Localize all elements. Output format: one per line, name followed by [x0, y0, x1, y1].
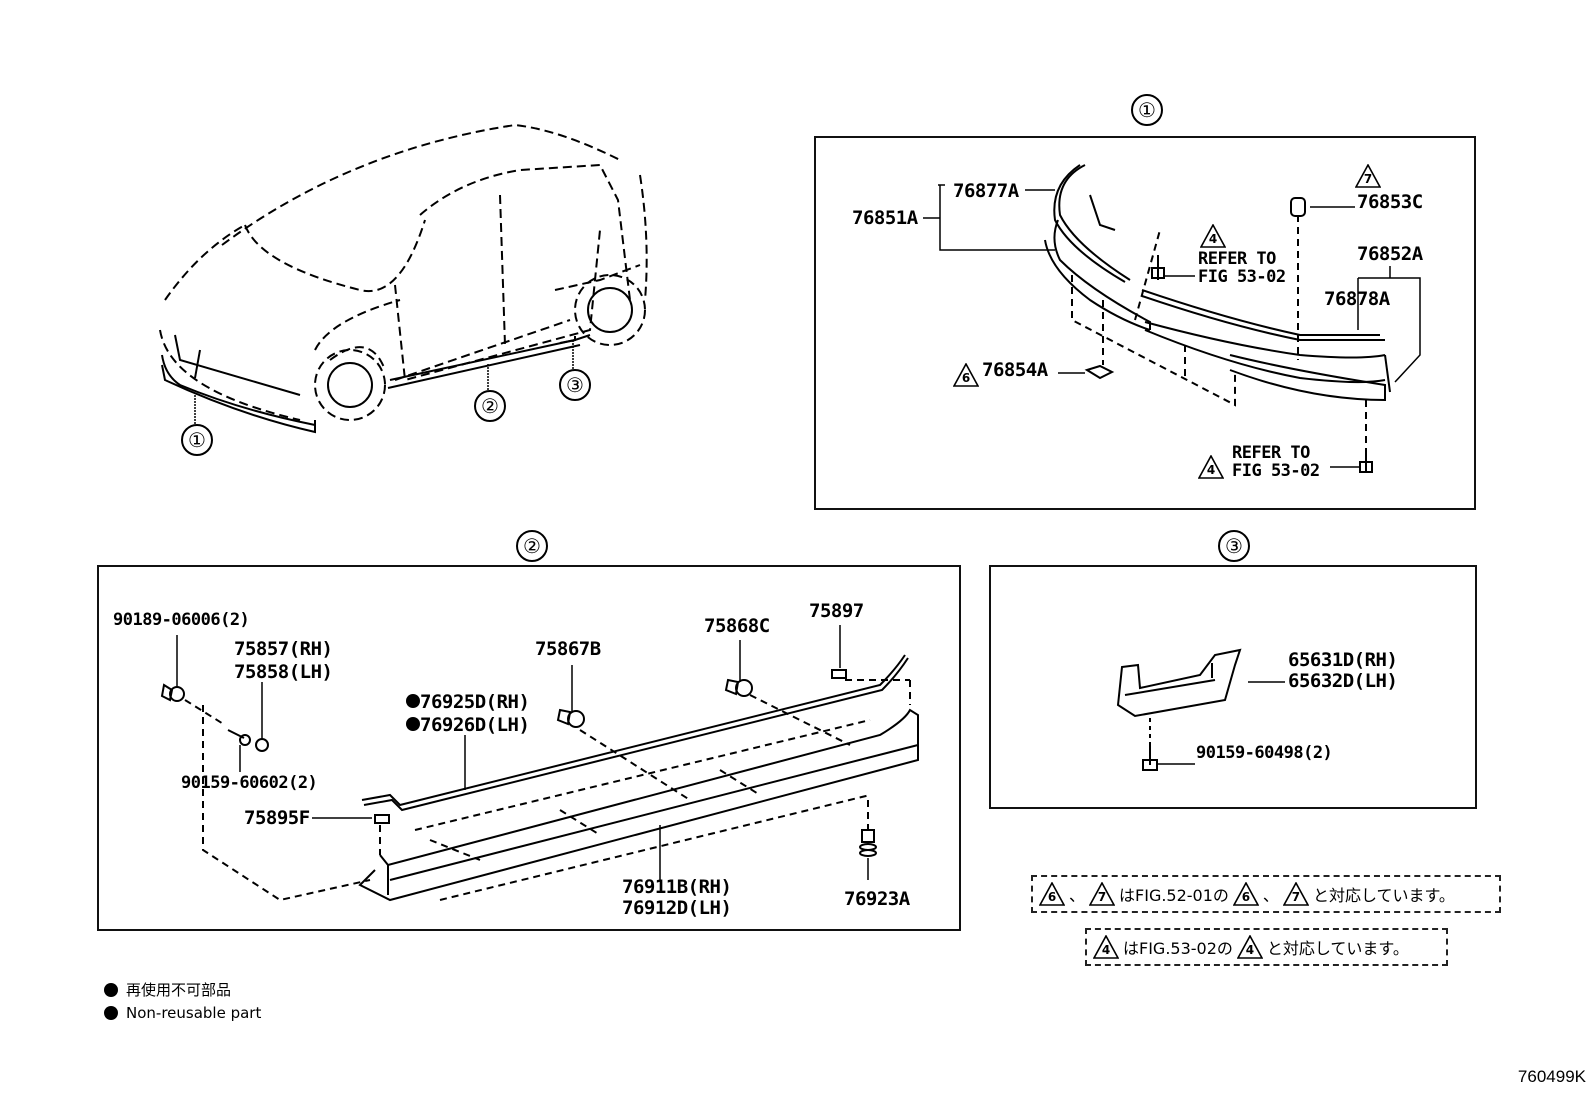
refer-line1: REFER TO — [1232, 443, 1310, 463]
triangle-4-icon-lower: 4 — [1198, 455, 1224, 479]
legend-en-text: Non-reusable part — [126, 1004, 262, 1022]
panel2-title: ② — [516, 530, 548, 562]
label-76877A[interactable]: 76877A — [953, 180, 1019, 202]
non-reusable-dot-icon — [104, 982, 118, 997]
figure-code: 760499K — [1517, 1067, 1586, 1086]
label-76926D-text: 76926D(LH) — [420, 714, 530, 736]
triangle-7-icon: 7 — [1089, 882, 1116, 906]
triangle-4-icon: 4 — [1200, 224, 1226, 248]
label-90159-60498[interactable]: 90159-60498(2) — [1196, 743, 1333, 763]
label-65632D[interactable]: 65632D(LH) — [1288, 670, 1398, 692]
separator: 、 — [1069, 886, 1086, 905]
label-76851A[interactable]: 76851A — [852, 207, 918, 229]
separator: 、 — [1262, 886, 1279, 905]
note-fig-53-02: 4 はFIG.53-02の 4 と対応しています。 — [1085, 928, 1448, 966]
legend-en: Non-reusable part — [104, 1004, 261, 1022]
label-75858[interactable]: 75858(LH) — [234, 661, 333, 683]
label-76925D[interactable]: 76925D(RH) — [406, 691, 530, 713]
label-75857[interactable]: 75857(RH) — [234, 638, 333, 660]
triangle-6-icon: 6 — [953, 363, 979, 387]
label-76878A[interactable]: 76878A — [1324, 288, 1390, 310]
label-75897[interactable]: 75897 — [809, 600, 864, 622]
refer-to-label-lower[interactable]: REFER TO FIG 53-02 — [1232, 443, 1320, 481]
note1-text-end: と対応しています。 — [1312, 886, 1455, 905]
note2-text-end: と対応しています。 — [1266, 939, 1409, 958]
refer-line2: FIG 53-02 — [1232, 460, 1320, 481]
label-75867B[interactable]: 75867B — [535, 638, 601, 660]
triangle-6-icon: 6 — [1039, 882, 1065, 906]
triangle-4-icon: 4 — [1236, 935, 1263, 959]
triangle-6-icon: 6 — [1232, 882, 1259, 906]
label-65631D[interactable]: 65631D(RH) — [1288, 649, 1398, 671]
panel1-title: ① — [1131, 94, 1163, 126]
label-76852A[interactable]: 76852A — [1357, 243, 1423, 265]
label-76854A[interactable]: 76854A — [982, 359, 1048, 381]
triangle-7-icon: 7 — [1282, 882, 1309, 906]
note1-text-mid: はFIG.52-01の — [1119, 886, 1229, 905]
refer-to-label-upper[interactable]: REFER TO FIG 53-02 — [1198, 249, 1286, 287]
non-reusable-dot-icon — [406, 694, 420, 708]
note2-text-mid: はFIG.53-02の — [1123, 939, 1233, 958]
panel3-title: ③ — [1218, 530, 1250, 562]
label-76925D-text: 76925D(RH) — [420, 691, 530, 713]
legend-jp-text: 再使用不可部品 — [126, 981, 232, 999]
label-76912D[interactable]: 76912D(LH) — [622, 897, 732, 919]
label-76911B[interactable]: 76911B(RH) — [622, 876, 732, 898]
refer-line2: FIG 53-02 — [1198, 266, 1286, 287]
non-reusable-dot-icon — [104, 1006, 118, 1020]
note-fig-52-01: 6 、 7 はFIG.52-01の 6 、 7 と対応しています。 — [1031, 875, 1501, 913]
label-90159-60602[interactable]: 90159-60602(2) — [181, 773, 318, 793]
non-reusable-dot-icon — [406, 717, 420, 731]
callout-2[interactable]: ② — [474, 390, 506, 422]
legend-jp: 再使用不可部品 — [104, 979, 231, 1000]
callout-1[interactable]: ① — [181, 424, 213, 456]
panel-front-spoiler — [814, 136, 1476, 510]
callout-3[interactable]: ③ — [559, 369, 591, 401]
label-75868C[interactable]: 75868C — [704, 615, 770, 637]
label-76923A[interactable]: 76923A — [844, 888, 910, 910]
panel-side-mudguard — [97, 565, 961, 931]
label-76926D[interactable]: 76926D(LH) — [406, 714, 530, 736]
panel-mud-guard — [989, 565, 1477, 809]
refer-line1: REFER TO — [1198, 249, 1276, 269]
label-75895F[interactable]: 75895F — [244, 807, 310, 829]
triangle-4-icon: 4 — [1093, 935, 1119, 959]
label-90189-06006[interactable]: 90189-06006(2) — [113, 610, 250, 630]
triangle-7-icon: 7 — [1355, 164, 1381, 188]
label-76853C[interactable]: 76853C — [1357, 191, 1423, 213]
